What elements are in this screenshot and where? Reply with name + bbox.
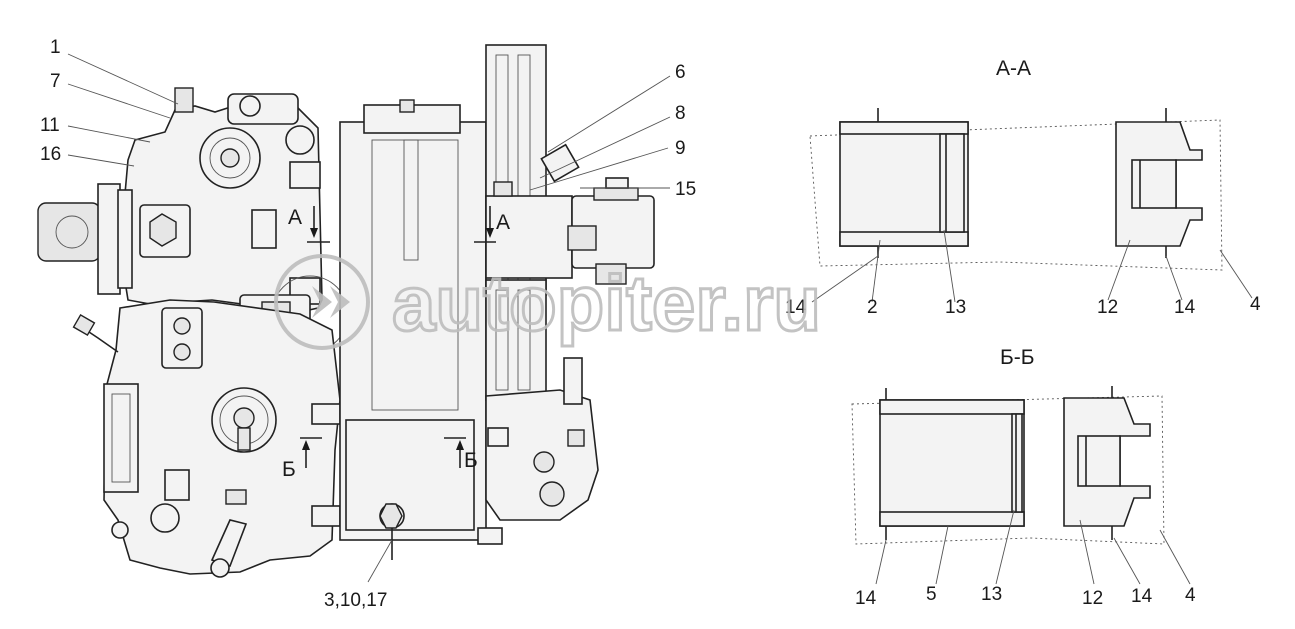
callout-7: 7	[50, 71, 61, 92]
aa-label-12: 12	[1097, 297, 1118, 318]
callout-16: 16	[40, 144, 61, 165]
section-aa-view: А-А 14 2 13 12 14 4	[785, 57, 1261, 318]
section-cut-marks: А А Б Б	[282, 206, 510, 481]
section-mark-a-left: А	[288, 206, 302, 229]
bb-label-5: 5	[926, 584, 937, 605]
aa-label-4: 4	[1250, 294, 1261, 315]
section-mark-b-left: Б	[282, 458, 296, 481]
aa-label-14b: 14	[1174, 297, 1196, 318]
callout-labels-main: 1 7 11 16 6 8 9 15 3,10,17	[40, 37, 696, 611]
callout-15: 15	[675, 179, 696, 200]
section-mark-b-right: Б	[464, 449, 478, 472]
callout-6: 6	[675, 62, 686, 83]
callout-3-10-17: 3,10,17	[324, 590, 387, 611]
section-mark-a-right: А	[496, 211, 510, 234]
watermark: autopiter.ru	[274, 254, 823, 350]
callout-9: 9	[675, 138, 686, 159]
section-bb-title: Б-Б	[1000, 346, 1035, 369]
callout-11: 11	[40, 115, 60, 136]
gearbox-assembly-view	[37, 44, 655, 578]
leader-lines-main	[67, 53, 671, 583]
bb-label-14b: 14	[1131, 586, 1153, 607]
bb-label-13: 13	[981, 584, 1002, 605]
callout-1: 1	[50, 37, 61, 58]
section-aa-title: А-А	[996, 57, 1031, 80]
callout-8: 8	[675, 103, 686, 124]
aa-label-14a: 14	[785, 297, 807, 318]
aa-label-2: 2	[867, 297, 878, 318]
bb-label-4: 4	[1185, 585, 1196, 606]
aa-label-13: 13	[945, 297, 966, 318]
bb-label-14a: 14	[855, 588, 877, 609]
bb-label-12: 12	[1082, 588, 1103, 609]
section-bb-view: Б-Б 14 5 13 12 14 4	[851, 346, 1196, 609]
watermark-text: autopiter.ru	[392, 259, 821, 347]
